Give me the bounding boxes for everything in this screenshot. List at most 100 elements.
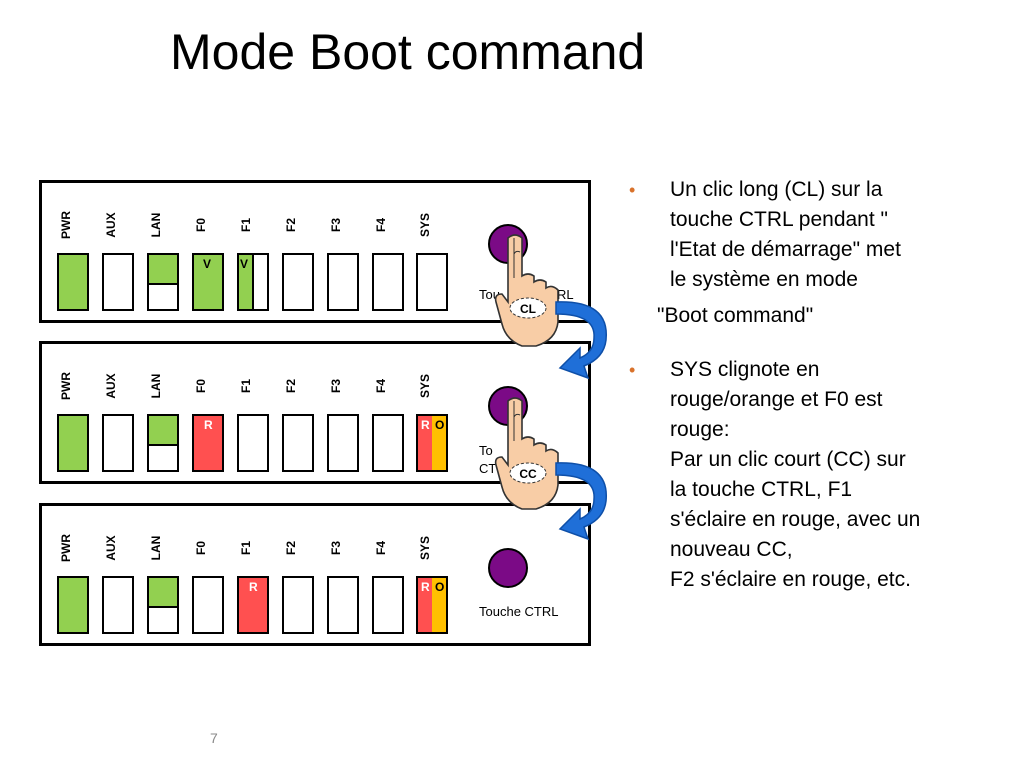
led-sys-right-letter: O bbox=[435, 580, 445, 594]
slot-pwr: PWR bbox=[57, 183, 89, 313]
hand-tag-cl: CL bbox=[520, 302, 536, 316]
slot-f3: F3 bbox=[327, 344, 359, 474]
led-label-f3: F3 bbox=[329, 541, 343, 556]
led-label-pwr: PWR bbox=[59, 534, 73, 562]
led-label-aux: AUX bbox=[104, 373, 118, 399]
led-f0-letter: V bbox=[203, 257, 212, 271]
slot-f1: F1 V bbox=[237, 183, 269, 313]
slot-pwr: PWR bbox=[57, 506, 89, 636]
bullet-item-1: • Un clic long (CL) sur la touche CTRL p… bbox=[625, 175, 1010, 295]
slot-lan: LAN bbox=[147, 344, 179, 474]
slot-f4: F4 bbox=[372, 506, 404, 636]
led-f4 bbox=[372, 253, 404, 311]
slot-f4: F4 bbox=[372, 344, 404, 474]
slot-sys: SYS R O bbox=[416, 506, 448, 636]
led-aux bbox=[102, 576, 134, 634]
slot-f4: F4 bbox=[372, 183, 404, 313]
led-f1: R bbox=[237, 576, 269, 634]
led-label-sys: SYS bbox=[418, 213, 432, 238]
led-label-f4: F4 bbox=[374, 541, 388, 556]
slot-f2: F2 bbox=[282, 506, 314, 636]
page-number: 7 bbox=[210, 730, 218, 746]
slot-f2: F2 bbox=[282, 344, 314, 474]
led-f0: R bbox=[192, 414, 224, 472]
ctrl-button[interactable] bbox=[488, 548, 528, 588]
led-label-f1: F1 bbox=[239, 541, 253, 556]
led-f0 bbox=[192, 576, 224, 634]
bullet-2-line: rouge/orange et F0 est bbox=[670, 388, 883, 411]
led-sys bbox=[416, 253, 448, 311]
led-panel-3: PWR AUX LAN F0 F1 R F2 F3 F4 SYS R O bbox=[39, 503, 591, 646]
led-f3 bbox=[327, 253, 359, 311]
led-panel-1: PWR AUX LAN F0 V F1 V F2 F3 F4 SYS Tou bbox=[39, 180, 591, 323]
pointing-hand-icon: CC bbox=[494, 397, 559, 510]
ctrl-button-label: Touche CTRL bbox=[479, 604, 559, 619]
led-lan bbox=[147, 253, 179, 311]
slot-f1: F1 bbox=[237, 344, 269, 474]
led-label-pwr: PWR bbox=[59, 211, 73, 239]
bullet-item-2: • SYS clignote en rouge/orange et F0 est… bbox=[625, 355, 1010, 595]
led-pwr bbox=[57, 414, 89, 472]
bullet-1-line: touche CTRL pendant " bbox=[670, 208, 888, 231]
led-aux bbox=[102, 253, 134, 311]
led-lan bbox=[147, 414, 179, 472]
bullet-2-line: rouge: bbox=[670, 418, 730, 441]
led-f1-letter: V bbox=[240, 257, 249, 271]
led-label-lan: LAN bbox=[149, 212, 163, 238]
led-f2 bbox=[282, 414, 314, 472]
led-label-f4: F4 bbox=[374, 218, 388, 233]
led-f3 bbox=[327, 576, 359, 634]
led-label-aux: AUX bbox=[104, 535, 118, 561]
pointing-hand-icon: CL bbox=[494, 234, 559, 347]
slot-aux: AUX bbox=[102, 506, 134, 636]
slot-aux: AUX bbox=[102, 344, 134, 474]
led-label-pwr: PWR bbox=[59, 372, 73, 400]
led-label-sys: SYS bbox=[418, 536, 432, 561]
slot-lan: LAN bbox=[147, 506, 179, 636]
led-sys-left-letter: R bbox=[421, 418, 430, 432]
led-f1: V bbox=[237, 253, 269, 311]
bullet-dot: • bbox=[629, 180, 636, 200]
curved-arrow-icon bbox=[555, 462, 607, 541]
led-label-f0: F0 bbox=[194, 379, 208, 394]
led-label-f1: F1 bbox=[239, 218, 253, 233]
curved-arrow-icon bbox=[555, 301, 607, 380]
led-f4 bbox=[372, 414, 404, 472]
led-sys-right-letter: O bbox=[435, 418, 445, 432]
bullet-1-continuation: "Boot command" bbox=[657, 304, 814, 327]
slot-f0: F0 V bbox=[192, 183, 224, 313]
bullet-1-line: Un clic long (CL) sur la bbox=[670, 178, 883, 201]
led-label-f2: F2 bbox=[284, 379, 298, 394]
led-lan bbox=[147, 576, 179, 634]
bullet-dot: • bbox=[629, 360, 636, 380]
slot-aux: AUX bbox=[102, 183, 134, 313]
bullet-1-line: l'Etat de démarrage" met bbox=[670, 238, 901, 261]
led-sys-left-letter: R bbox=[421, 580, 430, 594]
led-f0-letter: R bbox=[204, 418, 213, 432]
led-label-f0: F0 bbox=[194, 541, 208, 556]
led-f2 bbox=[282, 576, 314, 634]
ctrl-button-label: To CT bbox=[479, 443, 497, 476]
led-f1 bbox=[237, 414, 269, 472]
led-pwr bbox=[57, 253, 89, 311]
bullet-2-line: Par un clic court (CC) sur bbox=[670, 448, 906, 471]
led-label-f4: F4 bbox=[374, 379, 388, 394]
bullet-list: • Un clic long (CL) sur la touche CTRL p… bbox=[625, 175, 1010, 595]
slot-f1: F1 R bbox=[237, 506, 269, 636]
slot-f0: F0 R bbox=[192, 344, 224, 474]
led-label-f1: F1 bbox=[239, 379, 253, 394]
bullet-2-line: nouveau CC, bbox=[670, 538, 793, 561]
led-f1-letter: R bbox=[249, 580, 258, 594]
slot-f0: F0 bbox=[192, 506, 224, 636]
bullet-2-line: la touche CTRL, F1 bbox=[670, 478, 853, 501]
led-pwr bbox=[57, 576, 89, 634]
led-aux bbox=[102, 414, 134, 472]
slot-pwr: PWR bbox=[57, 344, 89, 474]
led-label-sys: SYS bbox=[418, 374, 432, 399]
led-label-f3: F3 bbox=[329, 218, 343, 233]
hand-tag-cc: CC bbox=[519, 467, 537, 481]
slot-sys: SYS R O bbox=[416, 344, 448, 474]
led-label-f2: F2 bbox=[284, 541, 298, 556]
bullet-2-line: SYS clignote en bbox=[670, 358, 820, 381]
